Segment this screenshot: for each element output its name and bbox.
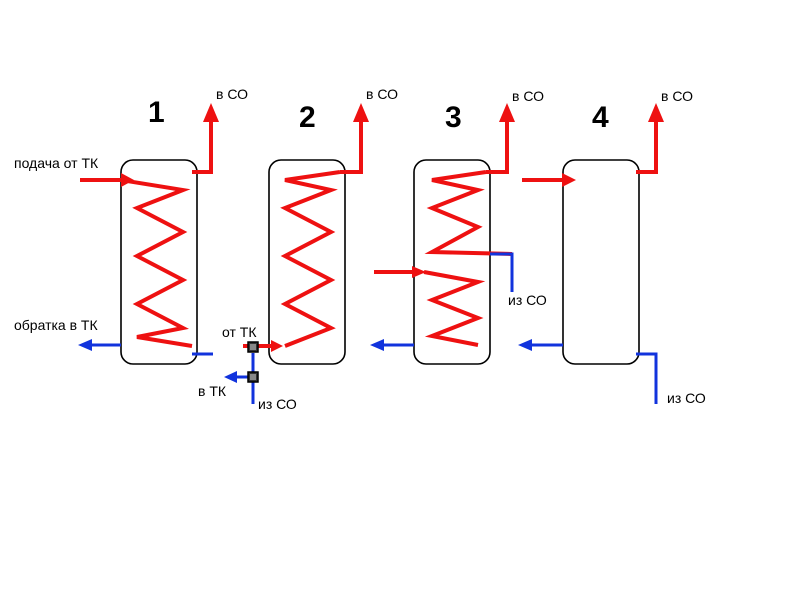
tank-1-supply-arrow <box>121 173 134 187</box>
tank-4-outlet-pipe <box>636 118 658 174</box>
tank-4-outlet-label: в СО <box>661 88 693 104</box>
tank-1-return-arrow <box>78 339 92 351</box>
tank-2-outlet-label: в СО <box>366 86 398 102</box>
tank-3-from-so-pipe <box>490 252 514 292</box>
tank-2-coil <box>280 170 341 348</box>
tank-2-number: 2 <box>299 101 316 134</box>
valve-upper-inner <box>250 344 256 350</box>
tank-4-return-arrow <box>518 339 532 351</box>
tank-4-outlet-arrow <box>648 103 664 122</box>
tank-2-outlet-arrow <box>353 103 369 122</box>
tank-3-outlet-label: в СО <box>512 88 544 104</box>
valve-lower-inner <box>250 374 256 380</box>
tank-2-supply-arrow <box>271 340 283 352</box>
mixing-valve-assembly: от ТК в ТК из СО <box>198 324 297 412</box>
tank-1-outlet-pipe <box>192 118 213 174</box>
tank-3-supply-arrow <box>412 266 426 278</box>
tank-3-outlet-arrow <box>499 103 515 122</box>
tank-4-number: 4 <box>592 101 609 134</box>
valve-to-tk-arrow <box>224 371 237 383</box>
tank-3-coil-lower <box>423 270 486 347</box>
tank-3-from-so-label: из СО <box>508 292 547 308</box>
tank-3: 3 в СО из СО <box>370 88 547 365</box>
tank-4-from-so-pipe <box>636 352 658 404</box>
tank-2-outlet-pipe <box>340 118 363 174</box>
tank-3-outlet-pipe <box>486 118 509 174</box>
from-tk-label: от ТК <box>222 324 257 340</box>
tank-1-outlet-label: в СО <box>216 86 248 102</box>
tank-1: 1 в СО <box>78 86 248 365</box>
tank-4: 4 в СО из СО <box>518 88 706 406</box>
valve-from-so-label: из СО <box>258 396 297 412</box>
tank-4-body <box>562 159 640 365</box>
return-to-tk-label: обратка в ТК <box>14 317 98 333</box>
tank-2: 2 в СО <box>243 86 398 365</box>
tank-3-coil-upper <box>424 170 513 256</box>
to-tk-label: в ТК <box>198 383 227 399</box>
supply-from-tk-label: подача от ТК <box>14 155 99 171</box>
tank-1-number: 1 <box>148 96 165 129</box>
tank-1-outlet-arrow <box>203 103 219 122</box>
tank-3-number: 3 <box>445 101 462 134</box>
tank-1-coil <box>120 178 193 348</box>
tank-3-return-arrow <box>370 339 384 351</box>
tank-4-from-so-label: из СО <box>667 390 706 406</box>
tank-3-body <box>413 159 491 365</box>
tank-4-supply-arrow <box>562 173 576 187</box>
